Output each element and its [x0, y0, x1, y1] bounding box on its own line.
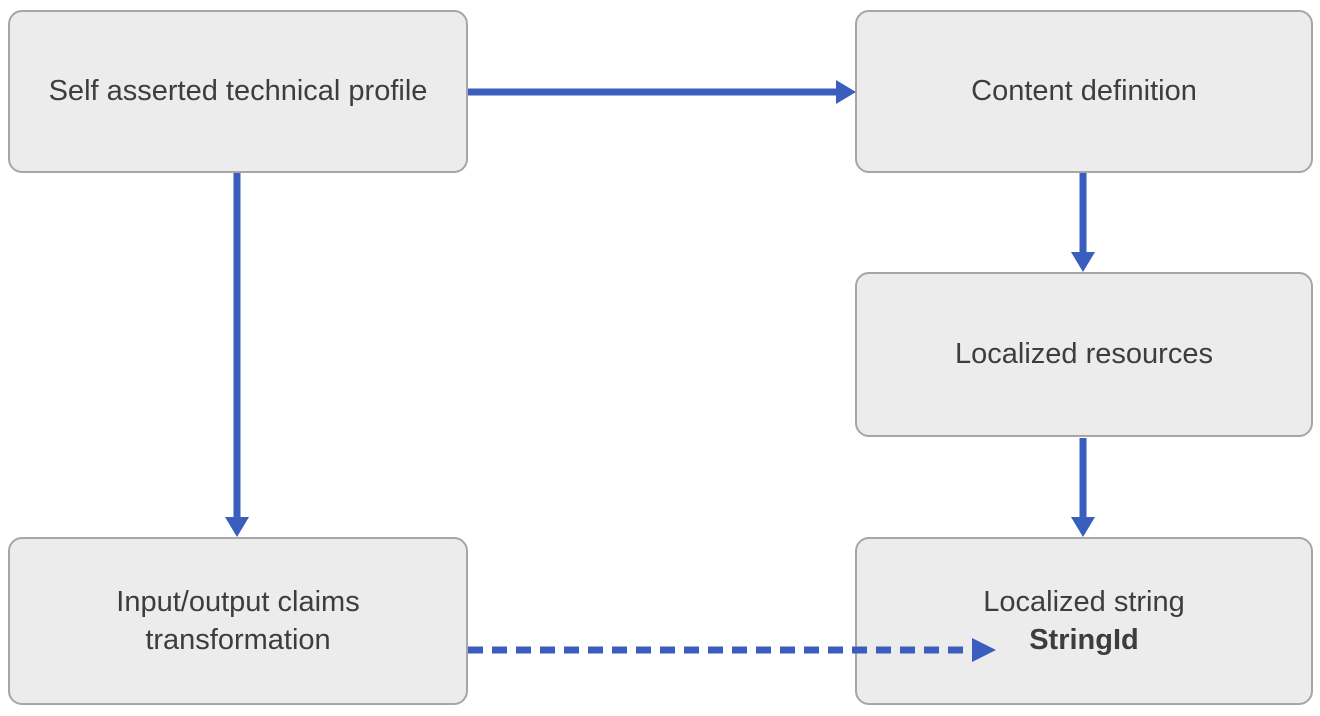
arrowhead-down-icon [225, 517, 249, 537]
node-label: Localized string [983, 585, 1185, 618]
node-label: Self asserted technical profile [48, 75, 428, 108]
node-input-output-claims-transformation: Input/output claims transformation [8, 537, 468, 705]
node-label: Content definition [971, 75, 1197, 108]
node-sublabel-stringid: StringId [1029, 624, 1139, 656]
arrow-self-asserted-to-content-definition [468, 80, 856, 104]
node-label: Localized resources [955, 338, 1213, 371]
arrow-content-definition-to-localized-resources [1071, 173, 1095, 272]
arrowhead-down-icon [1071, 252, 1095, 272]
node-self-asserted-technical-profile: Self asserted technical profile [8, 10, 468, 173]
node-content-definition: Content definition [855, 10, 1313, 173]
arrow-localized-resources-to-localized-string [1071, 438, 1095, 537]
arrowhead-right-icon [836, 80, 856, 104]
arrow-self-asserted-to-claims-transformation [225, 173, 249, 537]
node-localized-string: Localized string StringId [855, 537, 1313, 705]
node-localized-resources: Localized resources [855, 272, 1313, 437]
node-label: Input/output claims transformation [116, 585, 360, 656]
arrowhead-down-icon [1071, 517, 1095, 537]
